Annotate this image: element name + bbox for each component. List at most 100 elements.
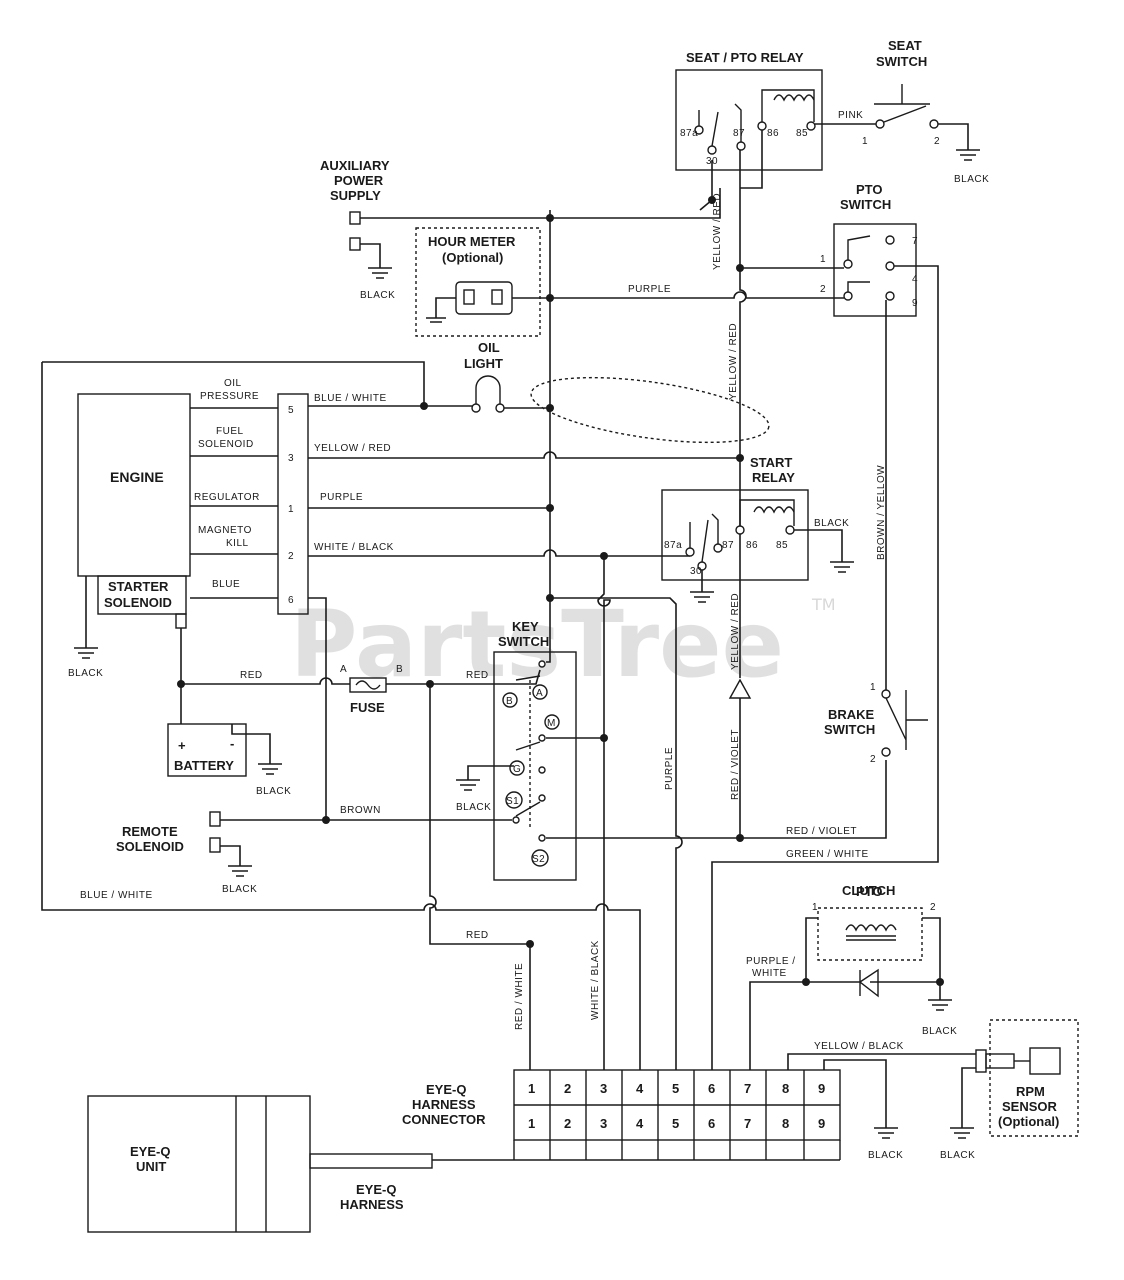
connector-top-pin-7: 7: [744, 1081, 751, 1096]
connector-bottom-pin-2: 2: [564, 1116, 571, 1131]
wire-green-white-label: GREEN / WHITE: [786, 849, 869, 860]
magneto-kill-label-2: KILL: [226, 538, 249, 549]
key-switch-label-2: SWITCH: [498, 634, 549, 649]
fuse-terminal-B: B: [396, 664, 403, 675]
battery-plus: +: [178, 738, 186, 753]
pto-switch-terminal-1: 1: [820, 254, 826, 265]
fuel-solenoid-label-2: SOLENOID: [198, 439, 254, 450]
engine-pin-3: 3: [288, 453, 294, 464]
starter-solenoid-label-2: SOLENOID: [104, 595, 172, 610]
wire-blue-white-loop: [41, 362, 641, 1070]
wire-yellow-red-label-h: YELLOW / RED: [314, 443, 391, 454]
key-terminal-G: G: [513, 764, 521, 775]
wire-yellow-red-mid: [739, 268, 747, 528]
key-switch-label-1: KEY: [512, 619, 539, 634]
pto-clutch-label-1: PTO: [856, 884, 883, 899]
wire-red-label-3: RED: [466, 930, 489, 941]
relay2-terminal-87: 87: [722, 540, 734, 551]
connector-bottom-pin-5: 5: [672, 1116, 679, 1131]
battery-ground-label: BLACK: [256, 786, 291, 797]
hour-meter-label-1: HOUR METER: [428, 234, 516, 249]
pto-clutch-ground-label: BLACK: [922, 1026, 957, 1037]
connector-top-pin-1: 1: [528, 1081, 535, 1096]
pto-switch-terminal-4: 4: [912, 274, 918, 285]
engine-pin-6: 6: [288, 595, 294, 606]
hour-meter-label-2: (Optional): [442, 250, 503, 265]
battery: BATTERY + - BLACK: [167, 684, 291, 797]
rpm-sensor: RPM SENSOR (Optional) YELLOW / BLACK BLA…: [787, 1019, 1079, 1161]
wire-blue-white-label-bottom: BLUE / WHITE: [80, 890, 153, 901]
wire-blue-label: BLUE: [212, 579, 240, 590]
remote-solenoid: REMOTE SOLENOID BLACK: [116, 811, 512, 895]
connector-top-pin-5: 5: [672, 1081, 679, 1096]
oil-light-label-1: OIL: [478, 340, 500, 355]
brake-terminal-2: 2: [870, 754, 876, 765]
relay2-terminal-86: 86: [746, 540, 758, 551]
wire-white-black-label: WHITE / BLACK: [314, 542, 394, 553]
starter-solenoid-label-1: STARTER: [108, 579, 169, 594]
connector-top-pin-2: 2: [564, 1081, 571, 1096]
eyeq-unit: EYE-Q UNIT EYE-Q HARNESS: [87, 1095, 514, 1233]
engine: ENGINE STARTER SOLENOID BLACK: [68, 393, 191, 684]
wire-white-black-magneto: [308, 549, 690, 557]
pto-switch-terminal-9: 9: [912, 298, 918, 309]
seat-switch-terminal-2: 2: [934, 136, 940, 147]
fuse-terminal-A: A: [340, 664, 347, 675]
connector-bottom-pin-3: 3: [600, 1116, 607, 1131]
pto-switch: PTO SWITCH 1 2 7 4 9: [820, 182, 918, 317]
aux-label-2: POWER: [334, 173, 384, 188]
wire-red-violet-label-v: RED / VIOLET: [730, 729, 741, 800]
connector-bottom-pin-9: 9: [818, 1116, 825, 1131]
aux-ground-label: BLACK: [360, 290, 395, 301]
wire-purple-label-v: PURPLE: [664, 747, 675, 790]
key-switch: KEY SWITCH B A M G S1 S2: [493, 619, 577, 881]
hour-meter: HOUR METER (Optional): [415, 227, 548, 337]
wire-red-fuse: [386, 669, 541, 685]
wire-purple-top: [550, 291, 844, 299]
pto-clutch-terminal-2: 2: [930, 902, 936, 913]
seat-switch-terminal-1: 1: [862, 136, 868, 147]
start-relay-label-2: RELAY: [752, 470, 795, 485]
auxiliary-power-supply: AUXILIARY POWER SUPPLY BLACK: [320, 158, 721, 301]
relay1-terminal-87a: 87a: [680, 128, 698, 139]
eyeq-unit-label-1: EYE-Q: [130, 1144, 170, 1159]
connector-top-pin-9: 9: [818, 1081, 825, 1096]
key-terminal-A: A: [536, 688, 543, 699]
wire-red-white-label: RED / WHITE: [514, 963, 525, 1030]
wire-red-violet-label-h: RED / VIOLET: [786, 826, 857, 837]
wire-purple-label-mid: PURPLE: [320, 492, 363, 503]
oil-pressure-label-2: PRESSURE: [200, 391, 259, 402]
relay2-terminal-30: 30: [690, 566, 702, 577]
connector-bottom-pin-4: 4: [636, 1116, 644, 1131]
key-terminal-S1: S1: [506, 796, 519, 807]
relay2-terminal-85: 85: [776, 540, 788, 551]
key-switch-ground-label: BLACK: [456, 802, 491, 813]
watermark-tm: TM: [811, 595, 836, 614]
start-relay-ground-label: BLACK: [814, 518, 849, 529]
battery-label: BATTERY: [174, 758, 234, 773]
wire-brown-label: BROWN: [340, 805, 381, 816]
rpm-sensor-label-1: RPM: [1016, 1084, 1045, 1099]
pto-clutch-label-2: CLUTCH: [842, 883, 895, 898]
key-terminal-B: B: [506, 696, 513, 707]
rpm-sensor-label-2: SENSOR: [1002, 1099, 1058, 1114]
remote-solenoid-ground-label: BLACK: [222, 884, 257, 895]
engine-connector: 5 3 1 2 6: [190, 393, 309, 615]
connector-top-pin-8: 8: [782, 1081, 789, 1096]
wire-yellow-black-label: YELLOW / BLACK: [814, 1041, 904, 1052]
key-terminal-S2: S2: [532, 854, 545, 865]
eyeq-connector-label-1: EYE-Q: [426, 1082, 466, 1097]
seat-pto-relay-label: SEAT / PTO RELAY: [686, 50, 804, 65]
brake-terminal-1: 1: [870, 682, 876, 693]
engine-pin-2: 2: [288, 551, 294, 562]
brake-switch-label-2: SWITCH: [824, 722, 875, 737]
wire-yellow-red-label-3: YELLOW / RED: [730, 593, 741, 670]
wire-red-battery: [181, 677, 350, 685]
connector-bottom-pin-7: 7: [744, 1116, 751, 1131]
seat-switch-label-2: SWITCH: [876, 54, 927, 69]
oil-light-label-2: LIGHT: [464, 356, 503, 371]
pto-switch-terminal-7: 7: [912, 236, 918, 247]
wire-purple-white-label-2: WHITE: [752, 968, 787, 979]
wire-green-white: [711, 265, 939, 1070]
